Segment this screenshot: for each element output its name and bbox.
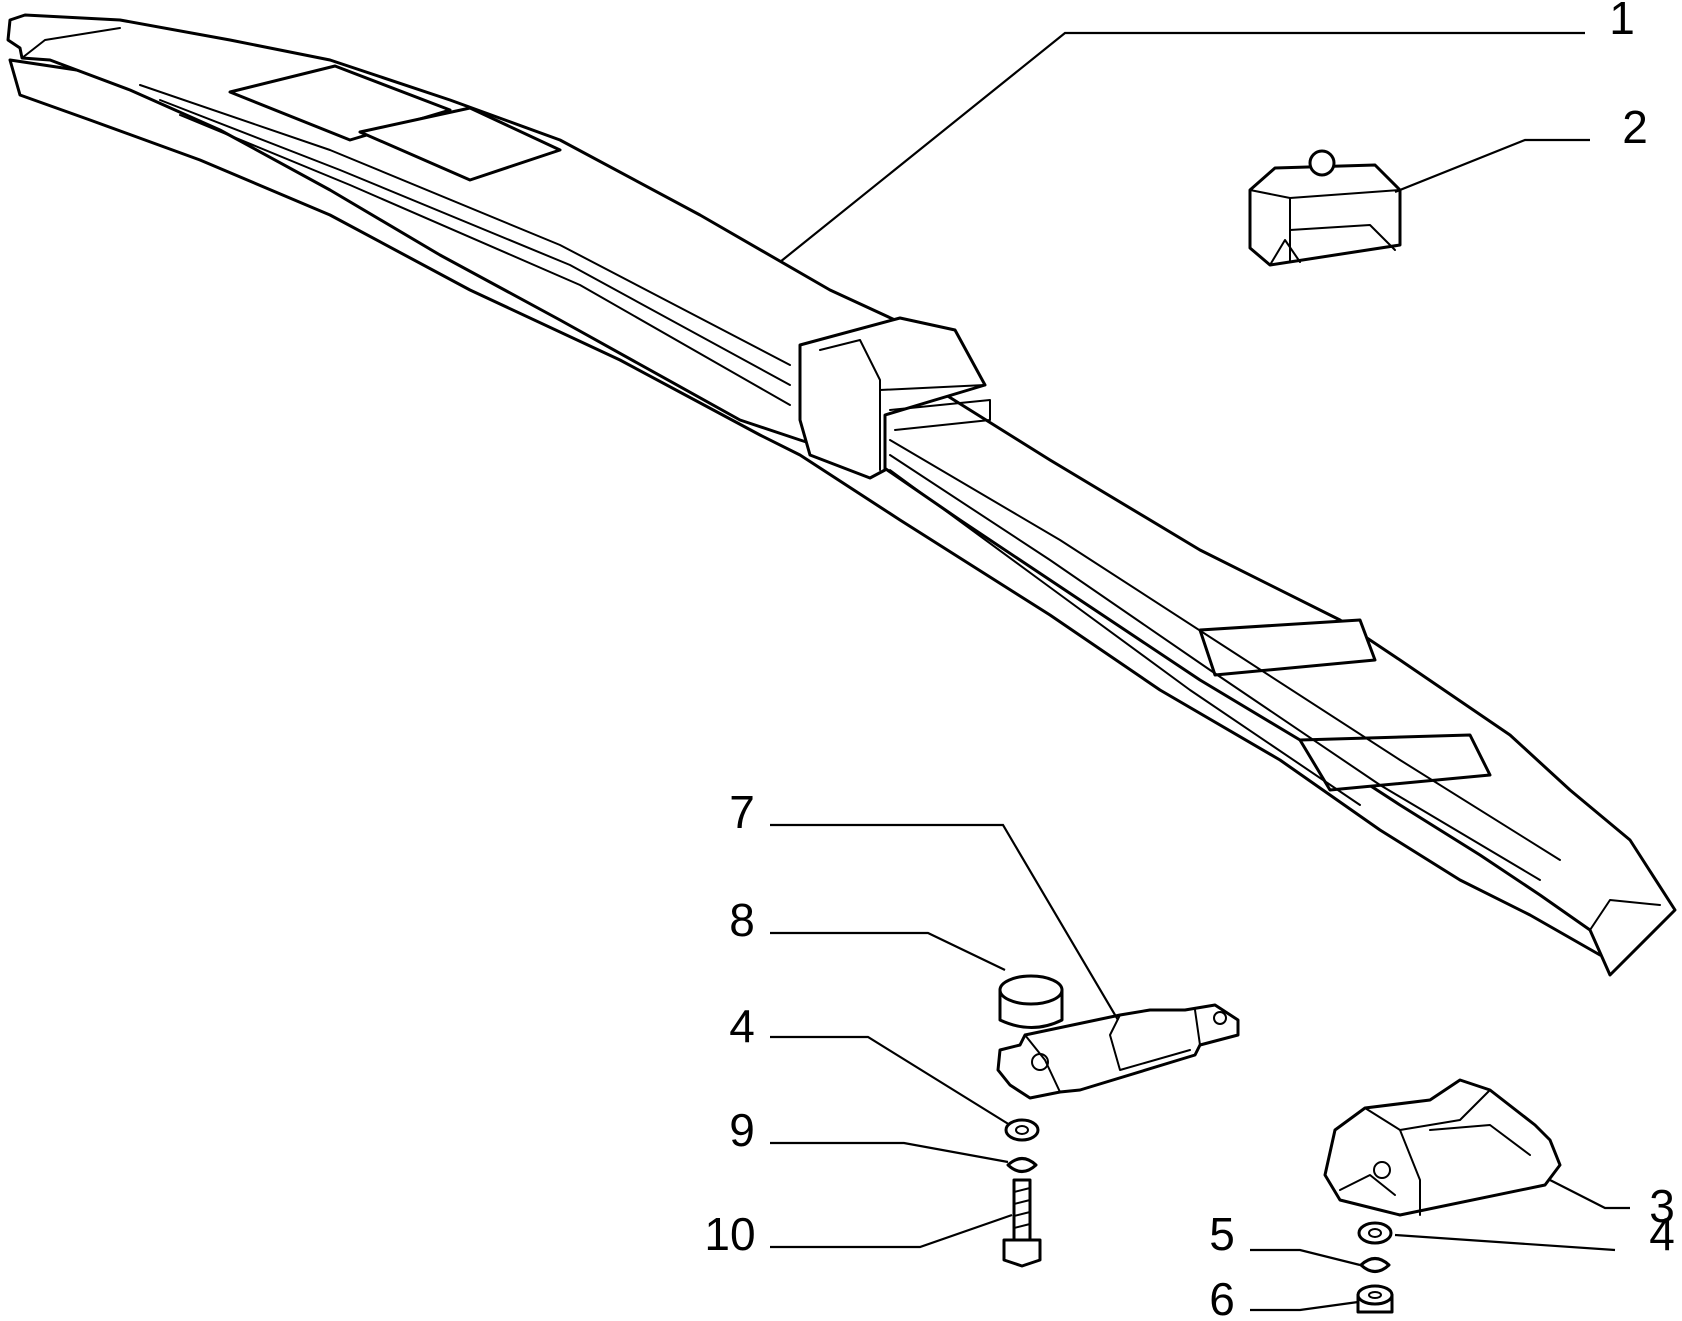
callout-5: 5 <box>1209 1208 1235 1260</box>
leader-1 <box>779 31 1585 263</box>
bushing <box>998 974 1064 1029</box>
leader-10 <box>770 1213 1013 1249</box>
spring-washer-right <box>1359 1257 1391 1273</box>
mounting-bracket <box>1323 1078 1562 1217</box>
leader-lines <box>770 31 1630 1312</box>
leader-4-left <box>770 1035 1011 1126</box>
bump-stop <box>1248 149 1402 267</box>
callout-6: 6 <box>1209 1273 1235 1321</box>
callout-4-left: 4 <box>729 1000 755 1052</box>
callout-10: 10 <box>704 1208 755 1260</box>
leader-9 <box>770 1141 1009 1164</box>
callout-8: 8 <box>729 894 755 946</box>
shock-absorber <box>996 1003 1240 1100</box>
callout-9: 9 <box>729 1104 755 1156</box>
callout-numbers: 1 2 3 4 4 5 6 7 8 9 10 <box>704 0 1674 1321</box>
callout-7: 7 <box>729 786 755 838</box>
washer-right <box>1357 1221 1393 1245</box>
callout-4-right: 4 <box>1649 1208 1675 1260</box>
leader-7 <box>770 823 1119 1021</box>
washer-left <box>1004 1118 1040 1142</box>
leader-8 <box>770 931 1006 971</box>
leaf-spring <box>6 13 1677 977</box>
leader-6 <box>1250 1300 1359 1312</box>
callout-2: 2 <box>1622 101 1648 153</box>
leader-3 <box>1549 1179 1630 1210</box>
leader-5 <box>1250 1248 1361 1267</box>
callout-1: 1 <box>1609 0 1635 44</box>
leader-4-right <box>1394 1233 1616 1252</box>
spring-washer-left <box>1006 1157 1038 1173</box>
callout-3: 3 <box>1649 1180 1675 1232</box>
nut <box>1356 1284 1394 1314</box>
leader-2 <box>1394 138 1590 194</box>
bolt <box>1002 1178 1042 1268</box>
